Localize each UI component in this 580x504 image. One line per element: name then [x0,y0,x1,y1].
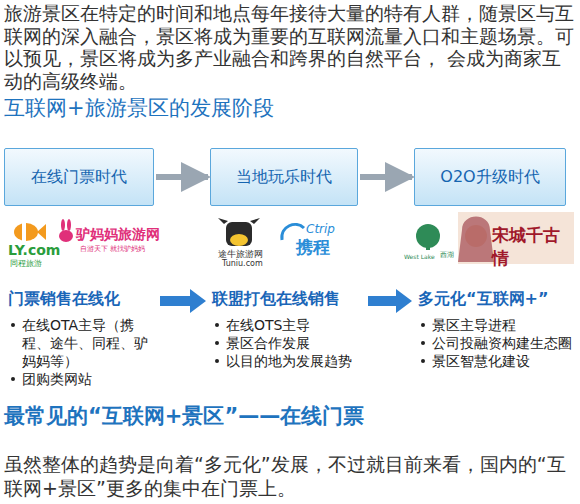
stage-arrow [160,289,206,313]
logo-text: 西湖 [440,250,454,260]
bullet-item: 团购类网站 [8,370,160,388]
stage-subheading: 多元化“互联网+” [418,289,576,310]
logo-text: 宋城千古情 [492,224,572,270]
fish-tail [37,224,46,240]
section-heading: 最常见的“互联网+景区”——在线门票 [4,402,364,430]
logo-text: Tuniu.com [222,259,263,268]
cow-logo [226,222,252,246]
stage-box: 在线门票时代 [4,148,154,206]
stage-column: 联盟打包在线销售在线OTS主导景区合作发展以目的地为发展趋势 [212,289,364,370]
bullet-item: 在线OTS主导 [212,316,364,334]
bullet-item: 景区主导进程 [418,316,576,334]
cow-horn [218,218,228,224]
cow-muzzle [230,234,248,246]
cow-horn [250,218,260,224]
portrait-headdress [458,217,494,263]
portrait-face [465,225,487,247]
logo-text: 携程 [296,236,330,259]
summary-paragraph: 虽然整体的趋势是向着“多元化”发展，不过就目前来看，国内的“互联网+景区”更多的… [4,452,578,500]
intro-paragraph: 旅游景区在特定的时间和地点每年接待大量的特有人群，随景区与互联网的深入融合，景区… [4,2,578,92]
bullet-item: 在线OTA主导（携程、途牛、同程、驴妈妈等） [8,316,160,370]
bullet-item: 景区智慧化建设 [418,352,576,370]
stage-box: O2O升级时代 [414,148,566,206]
logo-text: 驴妈妈旅游网 [76,226,160,244]
bullet-item: 公司投融资构建生态圈 [418,334,576,352]
rabbit-ear [67,219,71,231]
stage-connector [156,174,208,180]
stage-connector [360,174,412,180]
stage-subheading: 联盟打包在线销售 [212,289,364,310]
rabbit-ear [61,219,65,231]
stage-arrow [368,289,412,313]
logo-text: West Lake [404,253,435,260]
stage-subheading: 门票销售在线化 [8,289,160,310]
bullet-item: 景区合作发展 [212,334,364,352]
logo-text: 同程旅游 [10,258,42,269]
stage-label: 当地玩乐时代 [236,167,332,188]
logo-text: Ctrip [306,222,335,236]
bullet-item: 以目的地为发展趋势 [212,352,364,370]
section-heading: 互联网+旅游景区的发展阶段 [4,94,274,122]
westlake-logo [416,224,440,248]
stage-box: 当地玩乐时代 [210,148,358,206]
stage-label: O2O升级时代 [440,167,539,188]
stage-column: 门票销售在线化在线OTA主导（携程、途牛、同程、驴妈妈等）团购类网站 [8,289,160,388]
logo-text: LY.com [8,242,60,258]
stage-column: 多元化“互联网+” 景区主导进程公司投融资构建生态圈景区智慧化建设 [418,289,576,370]
fish-stripe [22,223,26,241]
fish-logo [14,223,38,241]
stage-label: 在线门票时代 [31,167,127,188]
rabbit-logo [59,230,73,242]
logo-text: 自游天下 就找驴妈妈 [80,244,145,254]
tree-trunk [426,244,430,250]
